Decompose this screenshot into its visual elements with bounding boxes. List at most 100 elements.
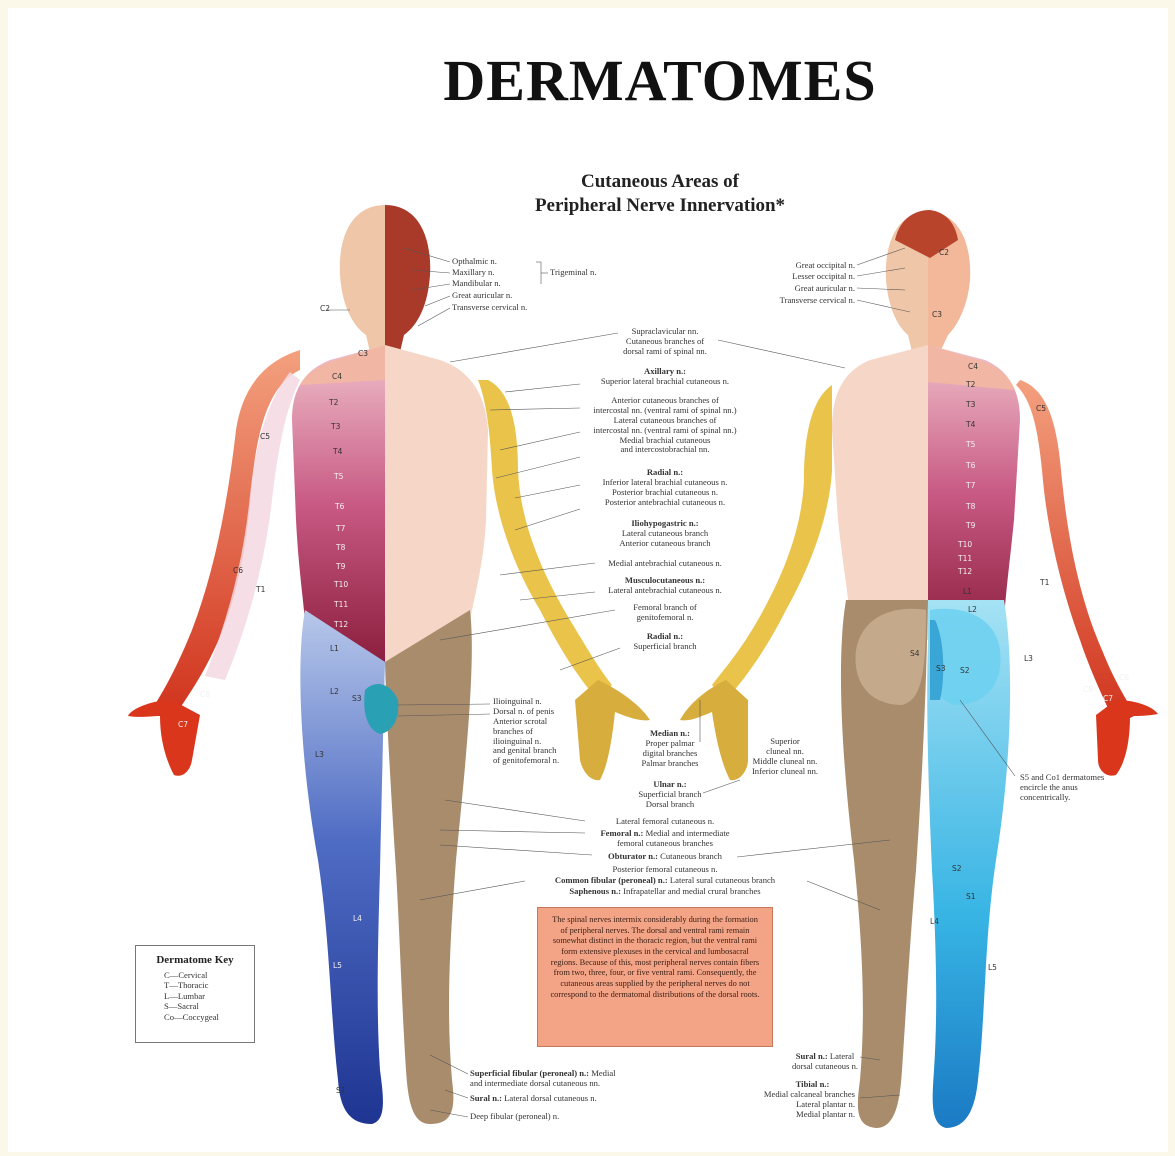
seg-back-t2: T2 — [966, 380, 975, 389]
seg-front-c4: C4 — [332, 372, 342, 381]
label-cluneal-4: Inferior cluneal nn. — [740, 767, 830, 777]
seg-front-t12: T12 — [334, 620, 348, 629]
label-femoral-branch: Femoral branch of genitofemoral n. — [590, 603, 740, 623]
label-back-great-auricular: Great auricular n. — [740, 284, 855, 294]
label-femoral-1: Medial and intermediate — [646, 828, 730, 838]
back-right-hand — [1096, 700, 1158, 776]
seg-back-t1: T1 — [1040, 578, 1049, 587]
label-ilio-2: Anterior cutaneous branch — [570, 539, 760, 549]
label-tibial-head: Tibial n.: — [796, 1079, 830, 1089]
seg-back-t4: T4 — [966, 420, 975, 429]
label-musculo-1: Lateral antebrachial cutaneous n. — [570, 586, 760, 596]
label-ulnar-head: Ulnar n.: — [653, 779, 686, 789]
label-common-fibular-head: Common fibular (peroneal) n.: — [555, 875, 668, 885]
label-lesser-occipital: Lesser occipital n. — [740, 272, 855, 282]
label-saphenous-head: Saphenous n.: — [569, 886, 621, 896]
key-row: T—Thoracic — [142, 980, 248, 990]
seg-back-l2: L2 — [968, 605, 977, 614]
dermatome-key: Dermatome Key C—Cervical T—Thoracic L—Lu… — [135, 945, 255, 1043]
label-ulnar: Ulnar n.: Superficial branch Dorsal bran… — [615, 780, 725, 810]
key-row: L—Lumbar — [142, 991, 248, 1001]
label-femoral-head: Femoral n.: — [600, 828, 643, 838]
front-torso-right — [385, 345, 488, 662]
seg-back-t10: T10 — [958, 540, 972, 549]
back-torso-right — [928, 345, 1020, 640]
label-transverse-cervical: Transverse cervical n. — [452, 303, 527, 313]
label-obturator-head: Obturator n.: — [608, 851, 658, 861]
label-axillary-head: Axillary n.: — [644, 366, 686, 376]
seg-back-t9: T9 — [966, 521, 975, 530]
front-right-leg — [385, 610, 472, 1124]
seg-front-l2: L2 — [330, 687, 339, 696]
label-supraclavicular: Supraclavicular nn. Cutaneous branches o… — [580, 327, 750, 357]
seg-back-t6: T6 — [966, 461, 975, 470]
dermatome-key-title: Dermatome Key — [142, 954, 248, 966]
label-obturator: Obturator n.: Cutaneous branch — [560, 852, 770, 862]
label-s5-note-3: concentrically. — [1020, 793, 1104, 803]
label-median: Median n.: Proper palmar digital branche… — [620, 729, 720, 769]
label-sural-front: Sural n.: Lateral dorsal cutaneous n. — [470, 1094, 597, 1104]
key-row: Co—Coccygeal — [142, 1012, 248, 1022]
seg-back-c7: C7 — [1103, 694, 1113, 703]
label-tibial: Tibial n.: Medial calcaneal branches Lat… — [730, 1080, 855, 1120]
label-mandibular: Mandibular n. — [452, 279, 501, 289]
label-saphenous: Saphenous n.: Infrapatellar and medial c… — [500, 887, 830, 897]
back-torso-left — [832, 345, 928, 640]
label-femoral-2: femoral cutaneous branches — [540, 839, 790, 849]
label-ilioinguinal-7: of genitofemoral n. — [493, 756, 559, 766]
label-ilioinguinal: Ilioinguinal n. Dorsal n. of penis Anter… — [493, 697, 559, 766]
label-trigeminal: Trigeminal n. — [550, 268, 596, 278]
back-right-arm — [1016, 380, 1136, 725]
label-musculo-head: Musculocutaneous n.: — [625, 575, 705, 585]
seg-back-t5: T5 — [966, 440, 975, 449]
label-posterior-femoral: Posterior femoral cutaneous n. — [560, 865, 770, 875]
label-axillary-1: Superior lateral brachial cutaneous n. — [560, 377, 770, 387]
seg-front-c7: C7 — [178, 720, 188, 729]
label-median-3: Palmar branches — [620, 759, 720, 769]
label-ulnar-2: Dorsal branch — [615, 800, 725, 810]
label-ophthalmic: Opthalmic n. — [452, 257, 497, 267]
seg-front-c3: C3 — [358, 349, 368, 358]
seg-front-t1: T1 — [256, 585, 265, 594]
label-median-head: Median n.: — [650, 728, 690, 738]
seg-front-t6: T6 — [335, 502, 344, 511]
front-head-right — [385, 205, 430, 352]
label-radial-3: Posterior antebrachial cutaneous n. — [560, 498, 770, 508]
seg-front-l5: L5 — [333, 961, 342, 970]
label-sural-back-head: Sural n.: — [796, 1051, 828, 1061]
label-sural-back: Sural n.: Lateral dorsal cutaneous n. — [775, 1052, 875, 1072]
seg-front-t4: T4 — [333, 447, 342, 456]
label-cluneal: Superior cluneal nn. Middle cluneal nn. … — [740, 737, 830, 777]
label-deep-fibular: Deep fibular (peroneal) n. — [470, 1112, 559, 1122]
seg-back-l4: L4 — [930, 917, 939, 926]
label-musculocutaneous: Musculocutaneous n.: Lateral antebrachia… — [570, 576, 760, 596]
seg-front-t10: T10 — [334, 580, 348, 589]
label-axillary: Axillary n.: Superior lateral brachial c… — [560, 367, 770, 387]
label-radial2-1: Superficial branch — [590, 642, 740, 652]
seg-back-l5: L5 — [988, 963, 997, 972]
seg-back-s2: S2 — [960, 666, 970, 675]
seg-front-t11: T11 — [334, 600, 348, 609]
seg-back-c3: C3 — [932, 310, 942, 319]
seg-front-c5: C5 — [260, 432, 270, 441]
seg-back-c5: C5 — [1036, 404, 1046, 413]
seg-front-l4: L4 — [353, 914, 362, 923]
label-medial-antebrachial: Medial antebrachial cutaneous n. — [570, 559, 760, 569]
label-great-occipital: Great occipital n. — [740, 261, 855, 271]
label-radial-superficial: Radial n.: Superficial branch — [590, 632, 740, 652]
seg-front-t8: T8 — [336, 543, 345, 552]
seg-front-c8: C8 — [200, 690, 210, 699]
seg-front-t7: T7 — [336, 524, 345, 533]
key-row: S—Sacral — [142, 1001, 248, 1011]
seg-front-s1: S1 — [336, 1086, 346, 1095]
label-maxillary: Maxillary n. — [452, 268, 494, 278]
label-radial: Radial n.: Inferior lateral brachial cut… — [560, 468, 770, 508]
seg-back-l1: L1 — [963, 587, 972, 596]
explanatory-note: The spinal nerves intermix considerably … — [537, 907, 773, 1047]
seg-front-t5: T5 — [334, 472, 343, 481]
front-head-left — [340, 205, 385, 352]
seg-front-l1: L1 — [330, 644, 339, 653]
label-sural-front-head: Sural n.: — [470, 1093, 502, 1103]
front-neck-c3c4 — [300, 345, 385, 385]
label-sural-back-1: Lateral — [830, 1051, 854, 1061]
